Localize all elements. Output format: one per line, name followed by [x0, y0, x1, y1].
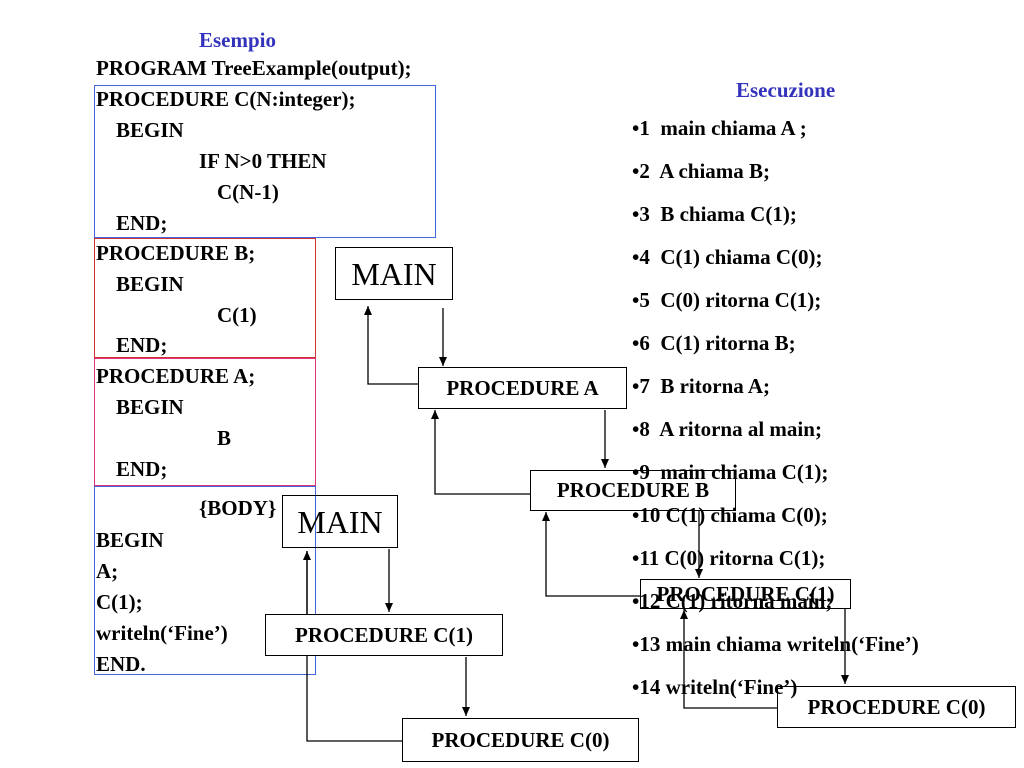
diagram1-procedure-a-box: PROCEDURE A: [418, 367, 627, 409]
diagram2-main-box: MAIN: [282, 495, 398, 548]
body-end: END.: [96, 652, 146, 676]
body-frame: [94, 486, 316, 675]
execution-step: •12 C(1) ritorna main;: [632, 589, 833, 613]
execution-step: •5 C(0) ritorna C(1);: [632, 288, 822, 312]
diagram1-main-box: MAIN: [335, 247, 453, 300]
arrow-c0-to-c1: [680, 610, 777, 709]
proc-b-header: PROCEDURE B;: [96, 241, 256, 265]
proc-b-call: C(1): [217, 303, 257, 327]
arrow-c1-to-b: [542, 512, 640, 597]
proc-c-begin: BEGIN: [116, 118, 184, 142]
body-stmt-writeln: writeln(‘Fine’): [96, 621, 228, 645]
body-comment: {BODY}: [199, 496, 277, 520]
proc-c-if: IF N>0 THEN: [199, 149, 327, 173]
arrow-b-to-a: [431, 410, 530, 495]
execution-step: •11 C(0) ritorna C(1);: [632, 546, 826, 570]
execution-step: •13 main chiama writeln(‘Fine’): [632, 632, 919, 656]
execution-step: •10 C(1) chiama C(0);: [632, 503, 828, 527]
proc-a-end: END;: [116, 457, 168, 481]
proc-a-call: B: [217, 426, 232, 450]
body-begin: BEGIN: [96, 528, 164, 552]
execution-step: •8 A ritorna al main;: [632, 417, 822, 441]
procedure-a-frame: [94, 358, 316, 486]
proc-c-end: END;: [116, 211, 168, 235]
procedure-c-frame: [94, 85, 436, 238]
execution-step: •9 main chiama C(1);: [632, 460, 829, 484]
proc-a-begin: BEGIN: [116, 395, 184, 419]
proc-c-header: PROCEDURE C(N:integer);: [96, 87, 356, 111]
execution-step: •4 C(1) chiama C(0);: [632, 245, 823, 269]
execution-step: •14 writeln(‘Fine’): [632, 675, 798, 699]
proc-c-call: C(N-1): [217, 180, 279, 204]
body-stmt-c1: C(1);: [96, 590, 143, 614]
arrow-a-to-main: [364, 306, 418, 385]
execution-step: •2 A chiama B;: [632, 159, 771, 183]
execution-step: •6 C(1) ritorna B;: [632, 331, 796, 355]
execution-title: Esecuzione: [736, 78, 836, 102]
proc-b-end: END;: [116, 333, 168, 357]
proc-a-header: PROCEDURE A;: [96, 364, 256, 388]
diagram2-procedure-c0-box: PROCEDURE C(0): [402, 718, 639, 762]
diagram1-procedure-c0-box: PROCEDURE C(0): [777, 686, 1016, 728]
diagram2-procedure-c1-box: PROCEDURE C(1): [265, 614, 503, 656]
body-stmt-a: A;: [96, 559, 119, 583]
execution-step: •7 B ritorna A;: [632, 374, 771, 398]
diagram1-procedure-c1-box: PROCEDURE C(1): [640, 579, 851, 609]
execution-step: •1 main chiama A ;: [632, 116, 807, 140]
example-title: Esempio: [199, 28, 277, 52]
procedure-b-frame: [94, 238, 316, 358]
execution-step: •3 B chiama C(1);: [632, 202, 797, 226]
diagram1-procedure-b-box: PROCEDURE B: [530, 470, 736, 511]
proc-b-begin: BEGIN: [116, 272, 184, 296]
program-line: PROGRAM TreeExample(output);: [96, 56, 412, 80]
